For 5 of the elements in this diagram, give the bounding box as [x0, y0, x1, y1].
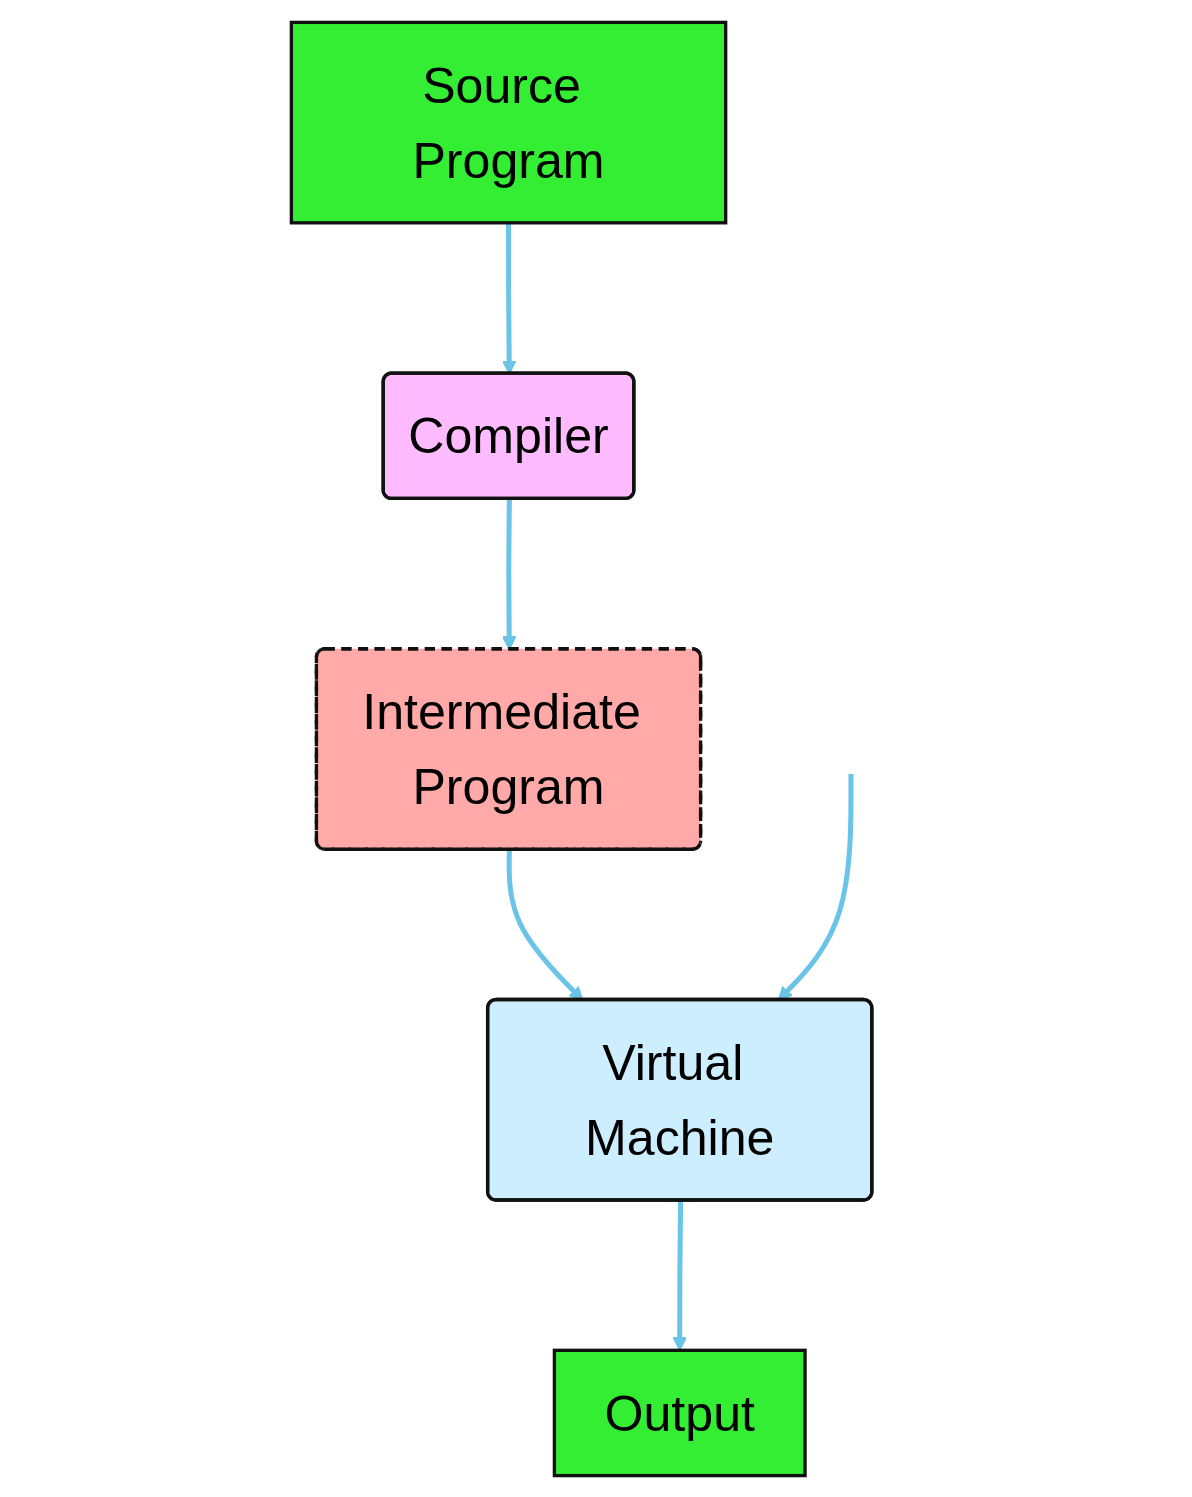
process-box: Compiler: [381, 371, 636, 500]
process-box: Output: [552, 1348, 807, 1477]
process-box: Source Program: [289, 20, 728, 224]
process-box: Intermediate Program: [314, 646, 703, 851]
process-box: Virtual Machine: [485, 997, 874, 1202]
